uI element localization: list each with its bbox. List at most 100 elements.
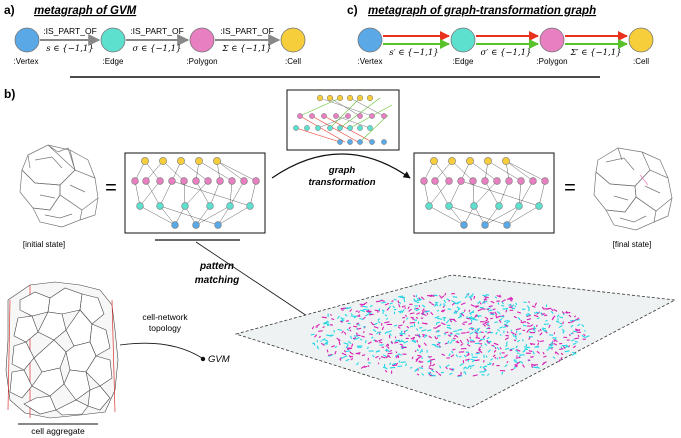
- gvm-network-segment: [526, 321, 530, 325]
- gvm-network-segment: [464, 366, 468, 370]
- gvm-network-segment: [499, 318, 503, 321]
- edge-condition: σ ∈ {−1,1}: [133, 44, 182, 54]
- gvm-network-segment: [542, 351, 545, 355]
- gvm-network-segment: [530, 323, 534, 327]
- gvm-network-segment: [522, 364, 525, 368]
- gvm-network-segment: [398, 360, 401, 363]
- gvm-network-segment: [375, 300, 382, 303]
- gvm-network-segment: [355, 352, 361, 355]
- gvm-network-segment: [460, 371, 462, 375]
- gvm-network-segment: [447, 334, 451, 338]
- gvm-network-segment: [325, 341, 329, 345]
- gvm-network-segment: [501, 371, 504, 375]
- gvm-network-segment: [411, 340, 417, 344]
- gvm-network-segment: [572, 351, 577, 355]
- transformation-graph-box: [286, 89, 400, 151]
- gvm-network-segment: [510, 368, 514, 371]
- gvm-network-segment: [478, 346, 481, 350]
- gvm-network-segment: [490, 358, 493, 361]
- gvm-network-segment: [544, 329, 548, 332]
- gvm-network-segment: [530, 365, 534, 369]
- gvm-network-segment: [455, 341, 460, 344]
- gvm-network-segment: [515, 302, 518, 306]
- gvm-network-segment: [376, 331, 379, 335]
- gvm-network-segment: [414, 368, 418, 372]
- gvm-network-segment: [316, 346, 320, 350]
- gvm-network-segment: [574, 337, 580, 340]
- gvm-network-segment: [427, 372, 433, 376]
- gvm-network-segment: [367, 362, 371, 364]
- gvm-network-segment: [530, 343, 533, 346]
- gvm-network-segment: [562, 330, 565, 334]
- gvm-network-segment: [360, 365, 366, 369]
- gvm-network-segment: [385, 355, 390, 359]
- gvm-network-segment: [433, 294, 438, 297]
- gvm-network-segment: [312, 342, 315, 345]
- gvm-network-segment: [392, 305, 396, 309]
- gvm-network-segment: [311, 326, 315, 330]
- gvm-network-segment: [477, 300, 481, 305]
- gvm-plane: [234, 274, 677, 409]
- gvm-network-segment: [436, 317, 443, 320]
- gvm-network-segment: [525, 313, 529, 317]
- gvm-network-segment: [479, 365, 482, 369]
- gvm-network-segment: [348, 326, 352, 330]
- node-edge: [100, 27, 126, 53]
- gvm-network-segment: [457, 328, 463, 331]
- gvm-network-segment: [502, 308, 509, 310]
- gvm-network-segment: [546, 348, 549, 351]
- gvm-network-segment: [517, 339, 520, 343]
- gvm-network-segment: [539, 332, 543, 336]
- gvm-network-segment: [355, 336, 360, 340]
- gvm-network-segment: [559, 316, 564, 319]
- gvm-network-segment: [494, 311, 498, 316]
- gvm-network-segment: [505, 344, 508, 348]
- gvm-network-segment: [329, 313, 333, 316]
- gvm-network-segment: [466, 331, 470, 334]
- gvm-network-segment: [318, 330, 323, 332]
- gvm-network-segment: [560, 346, 563, 349]
- gvm-network-segment: [431, 369, 435, 373]
- gvm-network-segment: [532, 366, 538, 369]
- gvm-network-segment: [560, 352, 564, 356]
- gvm-network-segment: [328, 354, 334, 357]
- gvm-network-segment: [429, 358, 436, 361]
- gvm-network-segment: [409, 325, 414, 328]
- gvm-network-segment: [323, 321, 328, 324]
- gvm-network-segment: [515, 349, 519, 353]
- gvm-network-segment: [424, 334, 428, 337]
- gvm-network-segment: [393, 298, 397, 301]
- gvm-network-segment: [510, 296, 514, 300]
- gvm-network-segment: [356, 362, 359, 366]
- gvm-network-segment: [443, 299, 447, 303]
- gvm-network-segment: [355, 310, 359, 313]
- gvm-network-segment: [326, 324, 329, 327]
- gvm-network-segment: [440, 309, 444, 313]
- gvm-network-segment: [475, 337, 481, 339]
- pattern-matching-label-2: matching: [195, 275, 239, 286]
- cell-network-label-2: topology: [149, 323, 182, 333]
- gvm-network-segment: [420, 311, 425, 315]
- gvm-network-segment: [544, 314, 548, 317]
- gvm-network-segment: [418, 304, 421, 308]
- gvm-network-segment: [343, 331, 347, 335]
- gvm-network-segment: [479, 302, 482, 305]
- gvm-network-segment: [417, 354, 421, 357]
- gvm-network-segment: [395, 339, 401, 342]
- gvm-network-segment: [526, 314, 531, 318]
- gvm-network-segment: [357, 327, 362, 330]
- gvm-network-segment: [412, 295, 416, 298]
- gvm-network-segment: [581, 334, 586, 339]
- gvm-network-segment: [485, 294, 490, 296]
- gvm-network-segment: [409, 312, 415, 315]
- gvm-network-segment: [564, 350, 570, 353]
- gvm-network-segment: [349, 351, 354, 355]
- gvm-network-segment: [499, 326, 503, 329]
- gvm-network-segment: [490, 300, 495, 304]
- gvm-network-segment: [385, 343, 389, 347]
- gvm-network-segment: [528, 336, 531, 340]
- gvm-network-segment: [409, 321, 416, 324]
- gvm-network-segment: [509, 347, 515, 351]
- gvm-network-segment: [500, 315, 505, 318]
